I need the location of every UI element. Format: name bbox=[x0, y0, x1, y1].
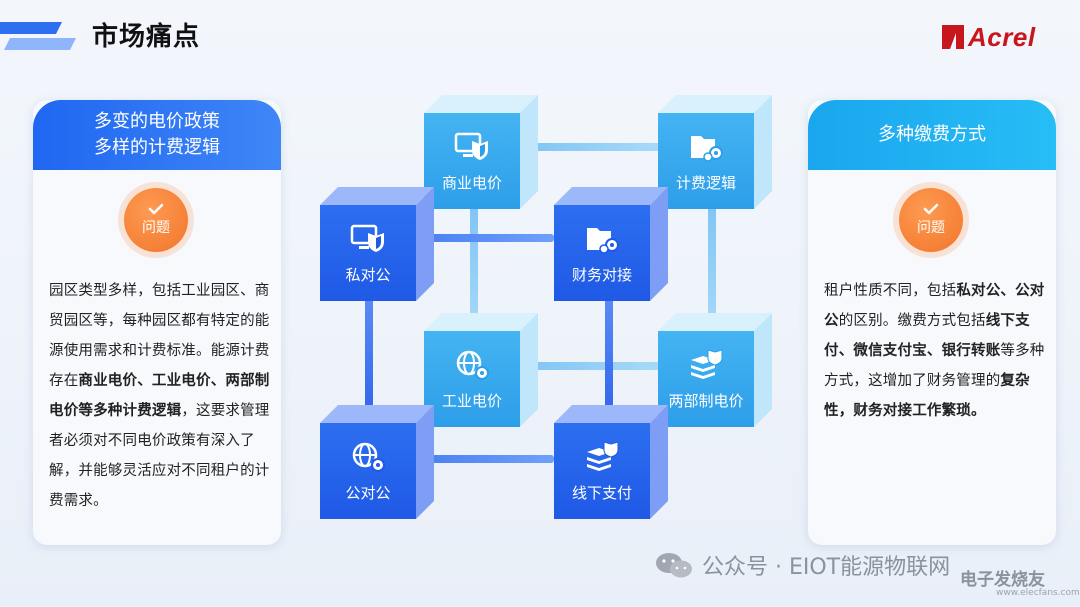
folder-gear-icon bbox=[691, 135, 723, 162]
left-body-text-2: ，这要求管理者必须对不同电价政策有深入了解，并能够灵活应对不同租户的计费需求。 bbox=[49, 403, 270, 509]
cube-label: 工业电价 bbox=[441, 391, 502, 410]
badge-label: 问题 bbox=[917, 220, 945, 236]
connector-public-offline bbox=[418, 455, 554, 463]
cube-label: 线下支付 bbox=[571, 483, 632, 502]
page-title: 市场痛点 bbox=[92, 22, 201, 52]
globe-gear-icon bbox=[352, 442, 385, 472]
cube-commercial-price: 商业电价 bbox=[424, 95, 538, 209]
left-card-title-line2: 多样的计费逻辑 bbox=[94, 137, 220, 158]
left-card-title-line1: 多变的电价政策 bbox=[94, 111, 220, 132]
right-body-text-1: 租户性质不同，包括 bbox=[824, 283, 957, 299]
connector-private-public bbox=[365, 295, 373, 420]
cube-label: 财务对接 bbox=[571, 265, 632, 284]
stack-shield-icon bbox=[691, 348, 723, 379]
cube-label: 私对公 bbox=[345, 265, 391, 284]
right-card-title: 多种缴费方式 bbox=[878, 124, 986, 145]
stack-shield-icon bbox=[587, 440, 619, 471]
cube-label: 计费逻辑 bbox=[675, 173, 736, 192]
cube-private-to-public: 私对公 bbox=[320, 187, 434, 301]
monitor-shield-icon bbox=[454, 132, 488, 160]
site-watermark: 电子发烧友 bbox=[960, 570, 1045, 590]
cube-industrial-price: 工业电价 bbox=[424, 313, 538, 427]
connector-commercial-billing bbox=[520, 143, 660, 151]
folder-gear-icon bbox=[587, 227, 619, 254]
cube-label: 公对公 bbox=[345, 483, 391, 502]
cube-public-to-public: 公对公 bbox=[320, 405, 434, 519]
acrel-logo: Acrel bbox=[942, 22, 1036, 52]
globe-gear-icon bbox=[456, 350, 489, 380]
wechat-watermark: 公众号 · EIOT能源物联网 bbox=[654, 548, 950, 582]
right-card: 多种缴费方式 问题 租户性质不同，包括私对公、公对公的区别。缴费方式包括线下支付… bbox=[808, 100, 1056, 545]
connector-finance-offline bbox=[605, 295, 613, 420]
left-body-text-1: 园区类型多样，包括工业园区、商贸园区等，每种园区都有特定的能源使用需求和计费标准… bbox=[49, 283, 270, 389]
left-card-body: 园区类型多样，包括工业园区、商贸园区等，每种园区都有特定的能源使用需求和计费标准… bbox=[49, 276, 271, 516]
left-card: 多变的电价政策 多样的计费逻辑 问题 园区类型多样，包括工业园区、商贸园区等，每… bbox=[33, 100, 281, 545]
badge-label: 问题 bbox=[142, 220, 170, 236]
cube-label: 商业电价 bbox=[441, 173, 502, 192]
right-body-text-2: 的区别。缴费方式包括 bbox=[838, 313, 986, 329]
cube-two-part-price: 两部制电价 bbox=[658, 313, 772, 427]
left-card-header: 多变的电价政策 多样的计费逻辑 bbox=[33, 100, 281, 170]
right-card-header: 多种缴费方式 bbox=[808, 100, 1056, 170]
cube-network-diagram: 商业电价 计费逻辑 工业电价 bbox=[300, 85, 800, 535]
wechat-icon bbox=[656, 553, 692, 578]
cube-finance-integration: 财务对接 bbox=[554, 187, 668, 301]
site-watermark-url: www.elecfans.com bbox=[996, 588, 1080, 598]
right-body-text-3: 等多种方式，这增加了财务管理的 bbox=[824, 343, 1045, 389]
problem-badge: 问题 bbox=[124, 188, 188, 252]
header-stripe-decoration bbox=[0, 22, 76, 50]
cube-offline-payment: 线下支付 bbox=[554, 405, 668, 519]
monitor-shield-icon bbox=[350, 224, 384, 252]
right-body-bold-1: 私对公、公对公 bbox=[824, 283, 1045, 329]
acrel-logo-icon bbox=[942, 25, 964, 49]
right-card-body: 租户性质不同，包括私对公、公对公的区别。缴费方式包括线下支付、微信支付宝、银行转… bbox=[824, 276, 1046, 426]
logo-text: Acrel bbox=[968, 21, 1036, 52]
right-body-bold-2: 线下支付、微信支付宝、银行转账 bbox=[824, 313, 1030, 359]
check-icon bbox=[923, 203, 939, 215]
connector-private-finance bbox=[418, 234, 554, 242]
connector-commercial-industrial bbox=[470, 200, 478, 335]
problem-badge: 问题 bbox=[899, 188, 963, 252]
check-icon bbox=[148, 203, 164, 215]
connector-industrial-twopart bbox=[520, 362, 660, 370]
watermark-text: 公众号 · EIOT能源物联网 bbox=[702, 555, 951, 580]
right-body-bold-3: 复杂性，财务对接工作繁琐。 bbox=[824, 373, 1030, 419]
cube-billing-logic: 计费逻辑 bbox=[658, 95, 772, 209]
cube-label: 两部制电价 bbox=[668, 391, 744, 410]
connector-billing-twopart bbox=[708, 200, 716, 335]
left-body-bold-1: 商业电价、工业电价、两部制电价等多种计费逻辑 bbox=[49, 373, 270, 419]
